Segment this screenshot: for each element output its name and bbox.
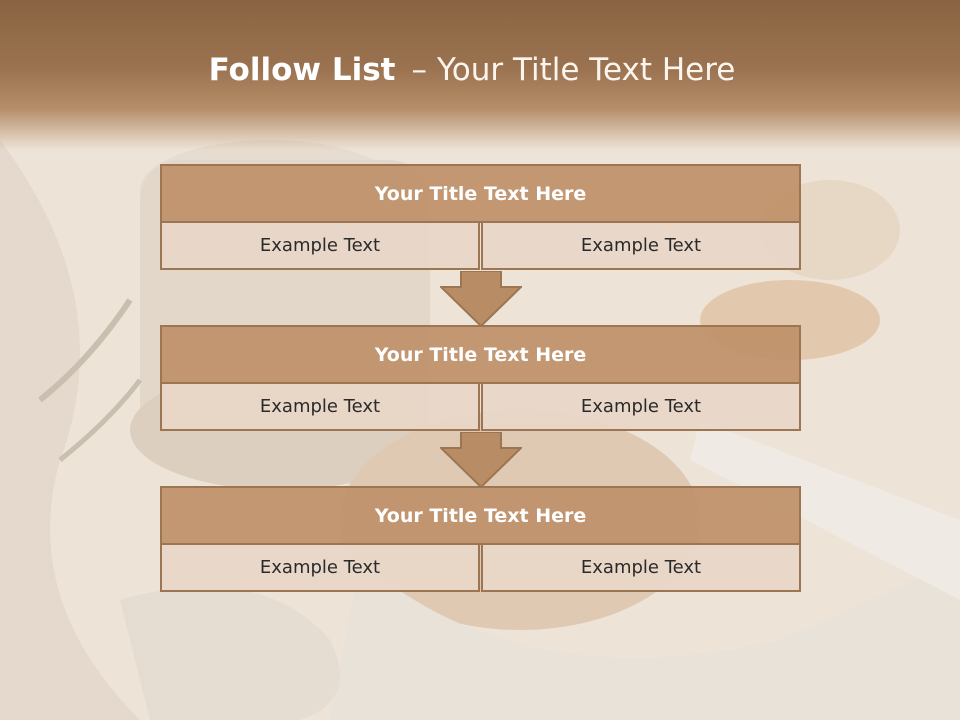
block-right-cell: Example Text [481,543,801,592]
down-arrow-icon [440,271,522,327]
block-title: Your Title Text Here [160,325,801,384]
block-right-cell: Example Text [481,221,801,270]
block-left-cell: Example Text [160,382,480,431]
block-right-cell: Example Text [481,382,801,431]
title-separator: – [411,52,427,88]
down-arrow-icon [440,432,522,488]
block-left-cell: Example Text [160,543,480,592]
block-left-cell: Example Text [160,221,480,270]
block-title: Your Title Text Here [160,164,801,223]
title-bold: Follow List [208,52,396,88]
block-title: Your Title Text Here [160,486,801,545]
title-rest: Your Title Text Here [436,52,736,88]
slide-title: Follow List–Your Title Text Here [0,52,944,88]
header-band [0,0,960,150]
